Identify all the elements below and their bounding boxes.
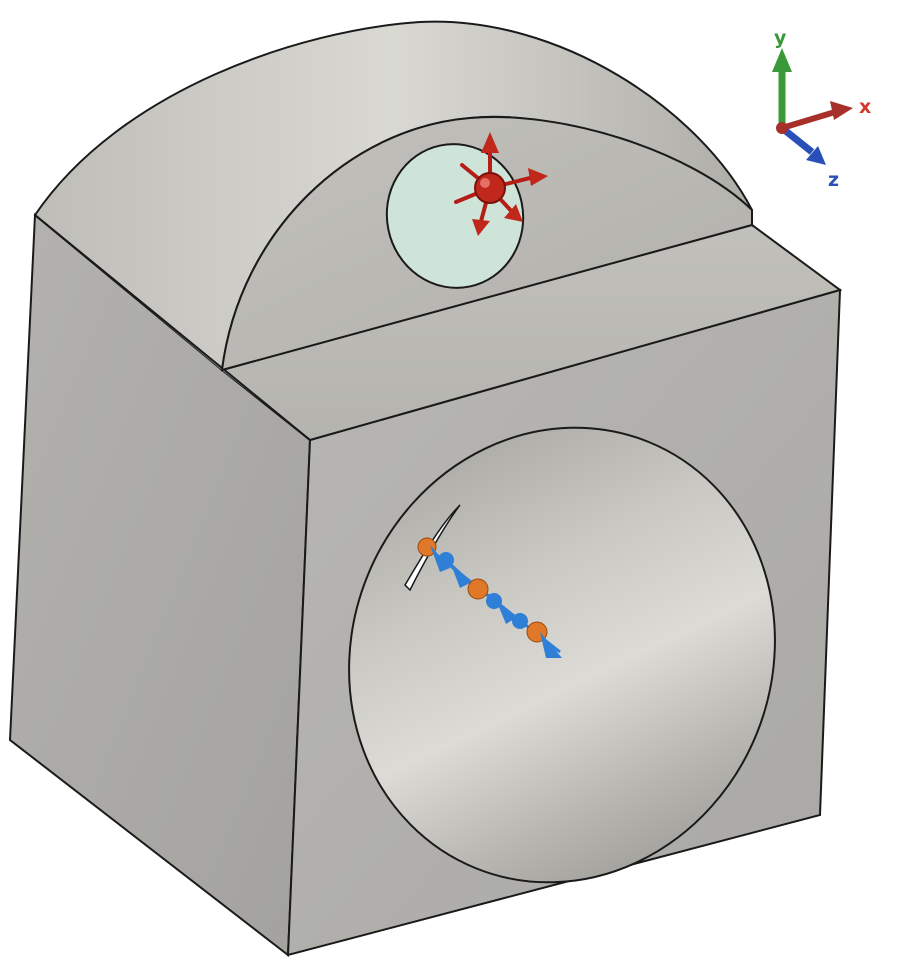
- axis-triad: y x z: [772, 27, 871, 191]
- port-probe-marker[interactable]: [454, 132, 548, 236]
- axis-y-label: y: [774, 27, 787, 49]
- cad-model[interactable]: [8, 20, 843, 957]
- cylindrical-bore[interactable]: [281, 363, 843, 947]
- discrete-port-probes[interactable]: [417, 537, 562, 658]
- axis-x-label: x: [859, 96, 871, 118]
- axis-z-label: z: [828, 169, 839, 191]
